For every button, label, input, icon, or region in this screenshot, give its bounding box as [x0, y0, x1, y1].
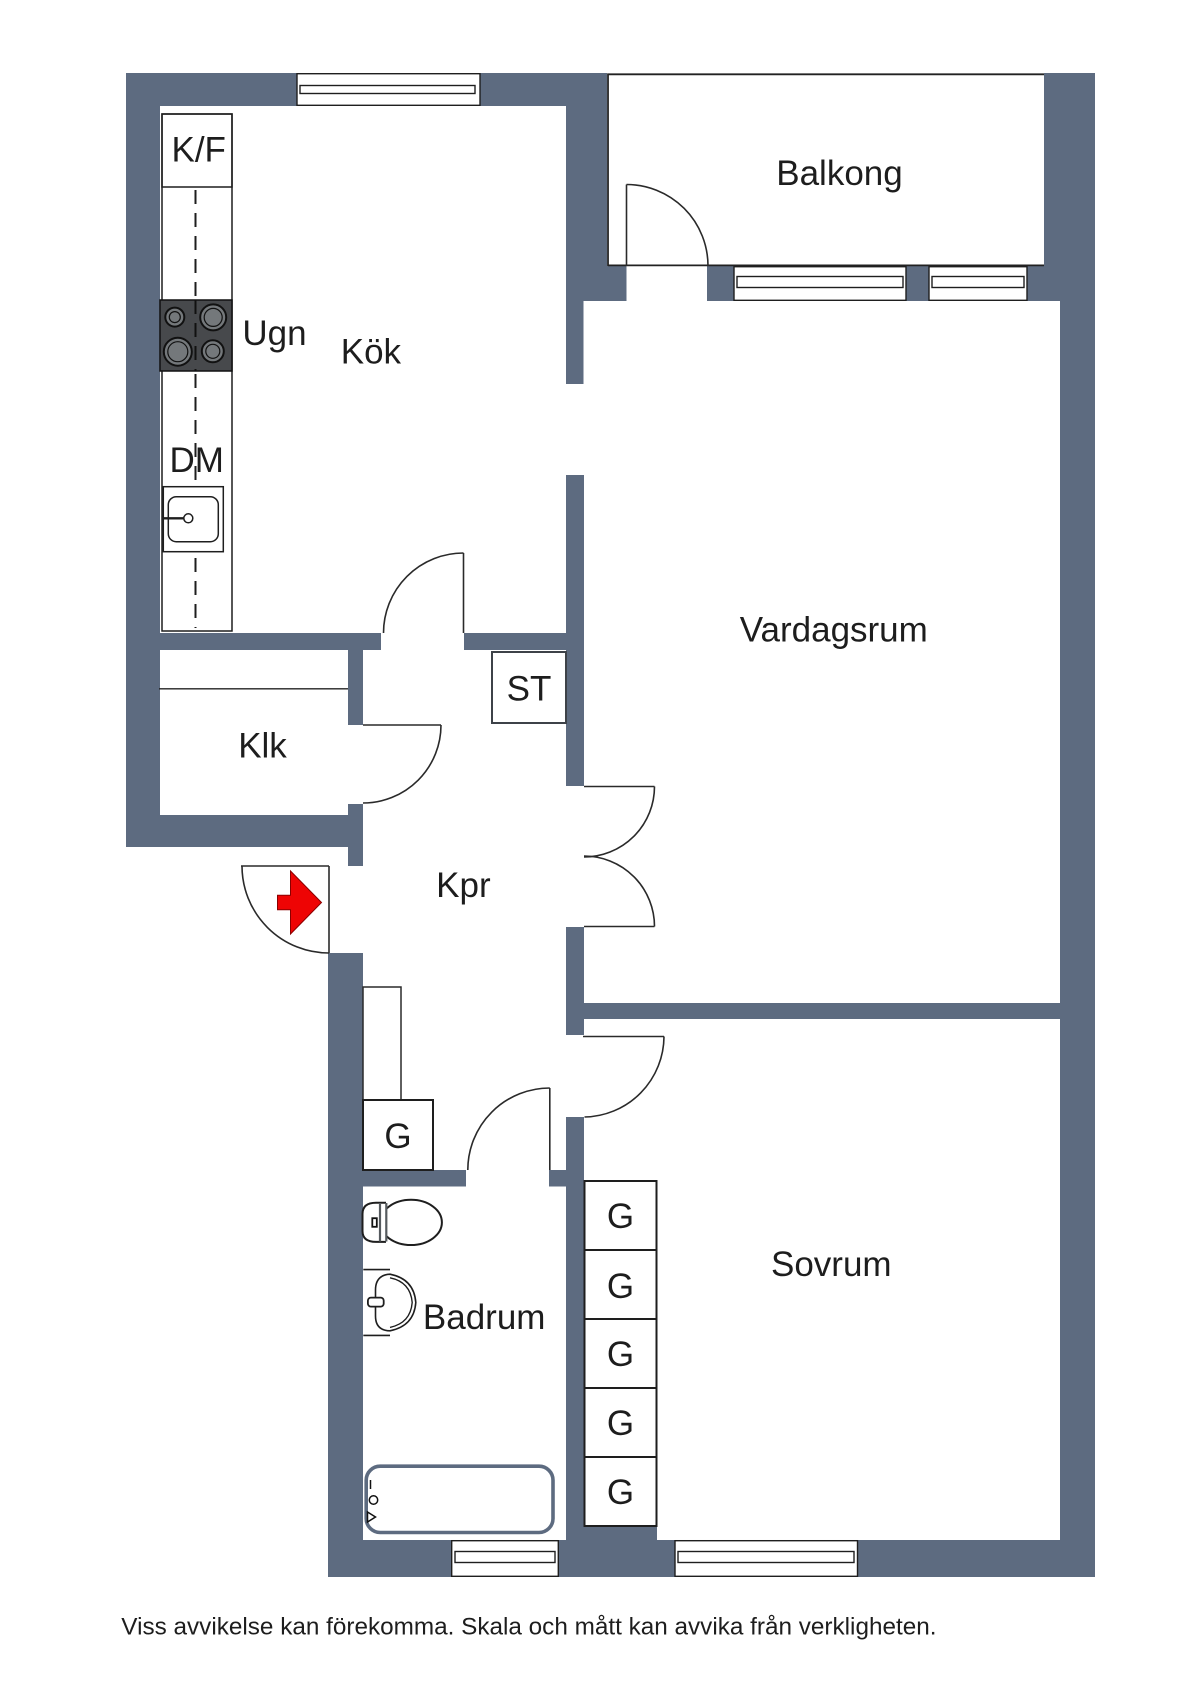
svg-text:G: G — [607, 1197, 634, 1236]
svg-text:ST: ST — [507, 669, 552, 708]
svg-text:G: G — [607, 1404, 634, 1443]
svg-text:Kök: Kök — [341, 332, 402, 371]
svg-text:Kpr: Kpr — [436, 866, 491, 905]
svg-text:G: G — [384, 1117, 411, 1156]
svg-text:Sovrum: Sovrum — [771, 1245, 892, 1284]
svg-text:K/F: K/F — [171, 130, 225, 169]
svg-text:G: G — [607, 1267, 634, 1306]
svg-text:G: G — [607, 1335, 634, 1374]
svg-text:Klk: Klk — [238, 727, 287, 766]
svg-text:G: G — [607, 1473, 634, 1512]
svg-text:Viss avvikelse kan förekomma.: Viss avvikelse kan förekomma. Skala och … — [121, 1614, 936, 1641]
svg-text:Badrum: Badrum — [423, 1298, 546, 1337]
svg-text:Ugn: Ugn — [242, 314, 306, 353]
svg-text:DM: DM — [169, 441, 223, 480]
svg-text:Vardagsrum: Vardagsrum — [740, 611, 928, 650]
svg-text:Balkong: Balkong — [776, 154, 902, 193]
